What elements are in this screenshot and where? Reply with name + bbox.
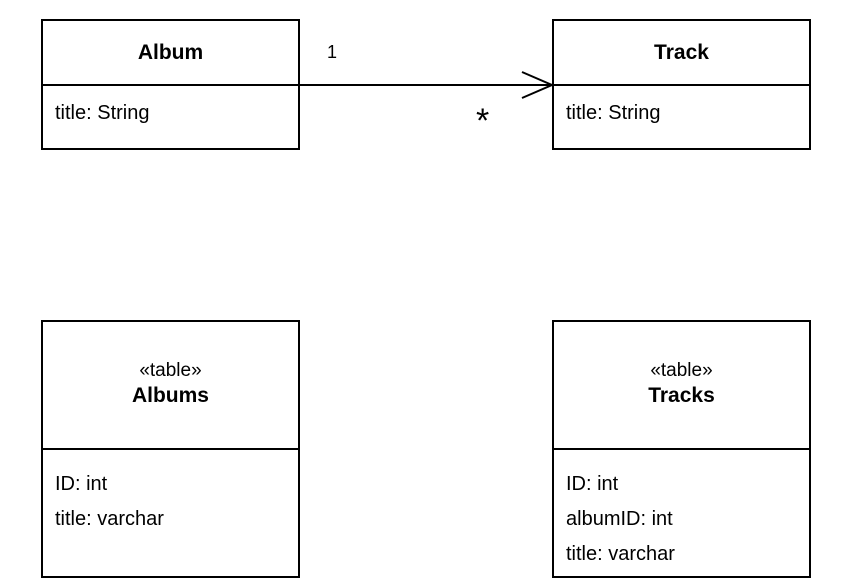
album-class-header: Album: [43, 21, 298, 86]
tracks-column: title: varchar: [566, 543, 675, 565]
track-attribute: title: String: [566, 102, 661, 124]
albums-table-name: Albums: [131, 384, 209, 407]
tracks-column: albumID: int: [566, 508, 673, 530]
albums-table-box: «table» Albums ID: int title: varchar: [41, 320, 300, 578]
tracks-table-box: «table» Tracks ID: int albumID: int titl…: [552, 320, 811, 578]
track-class-attributes: title: String: [554, 86, 809, 127]
albums-stereotype: «table»: [139, 360, 202, 381]
albums-table-columns: ID: int title: varchar: [43, 450, 298, 537]
track-class-header: Track: [554, 21, 809, 86]
tracks-table-header: «table» Tracks: [554, 322, 809, 450]
source-multiplicity: 1: [327, 42, 338, 62]
target-multiplicity: *: [476, 102, 490, 140]
albums-table-header: «table» Albums: [43, 322, 298, 450]
tracks-stereotype: «table»: [650, 360, 713, 381]
album-class-box: Album title: String: [41, 19, 300, 150]
track-class-name: Track: [654, 40, 709, 64]
album-attribute: title: String: [55, 102, 150, 124]
album-class-attributes: title: String: [43, 86, 298, 127]
tracks-column: ID: int: [566, 473, 619, 495]
albums-column: title: varchar: [55, 508, 164, 530]
album-class-name: Album: [137, 40, 204, 64]
tracks-table-name: Tracks: [648, 384, 715, 407]
albums-column: ID: int: [55, 473, 108, 495]
track-class-box: Track title: String: [552, 19, 811, 150]
tracks-table-columns: ID: int albumID: int title: varchar: [554, 450, 809, 572]
navigability-arrowhead: [521, 71, 555, 99]
